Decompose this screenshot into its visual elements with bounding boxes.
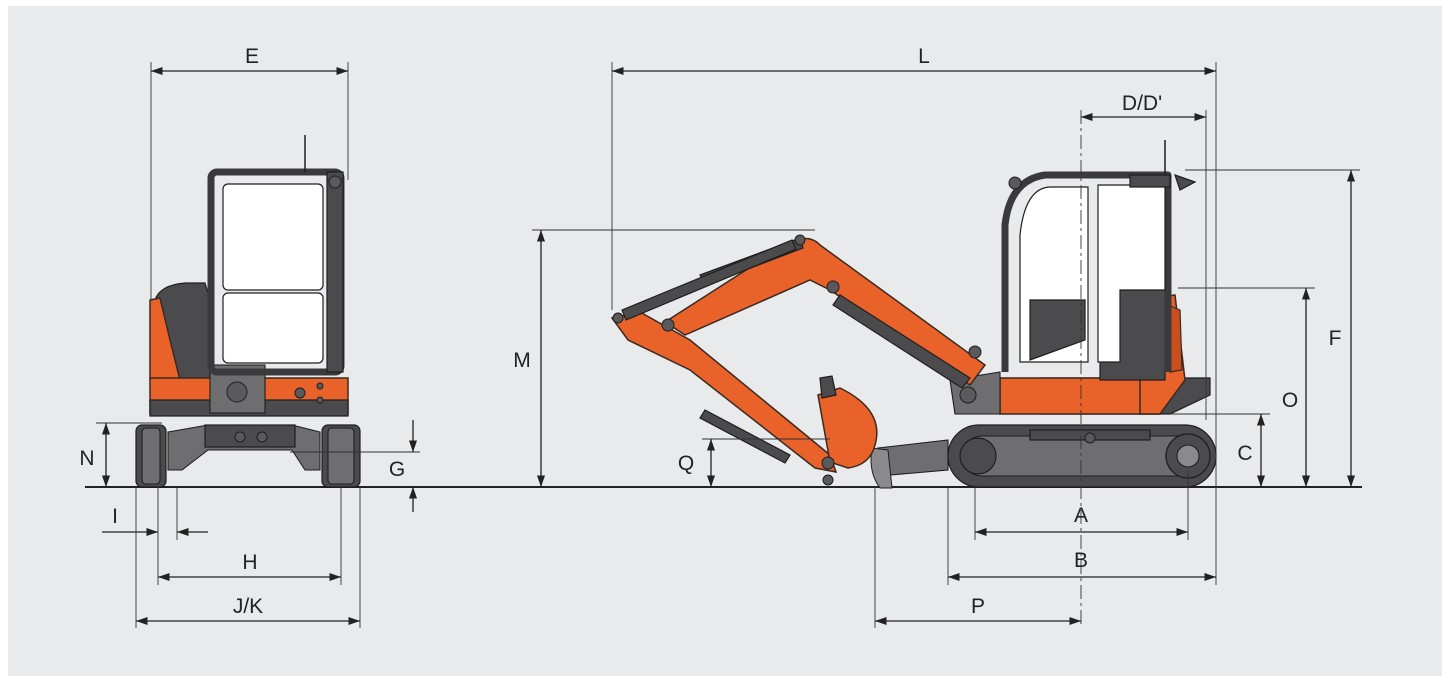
label-c: C: [1237, 442, 1252, 465]
label-p: P: [971, 595, 985, 618]
front-view-dimensions: [96, 62, 420, 628]
label-jk: J/K: [233, 595, 263, 618]
label-g: G: [389, 458, 405, 481]
label-l: L: [918, 45, 930, 68]
label-dd: D/D': [1122, 92, 1162, 115]
dimension-labels: E N G I H J/K L D/D' M Q F O C A B P: [79, 45, 1341, 618]
label-f: F: [1329, 327, 1342, 350]
label-b: B: [1074, 549, 1088, 572]
label-m: M: [513, 349, 531, 372]
label-e: E: [245, 45, 259, 68]
side-view-excavator: [610, 140, 1217, 489]
label-a: A: [1074, 504, 1088, 527]
label-n: N: [79, 447, 94, 470]
front-view-excavator: [135, 135, 361, 488]
side-view-dimensions: [532, 62, 1360, 628]
label-h: H: [242, 551, 257, 574]
label-i: I: [112, 505, 118, 528]
label-o: O: [1282, 389, 1298, 412]
label-q: Q: [678, 452, 694, 475]
